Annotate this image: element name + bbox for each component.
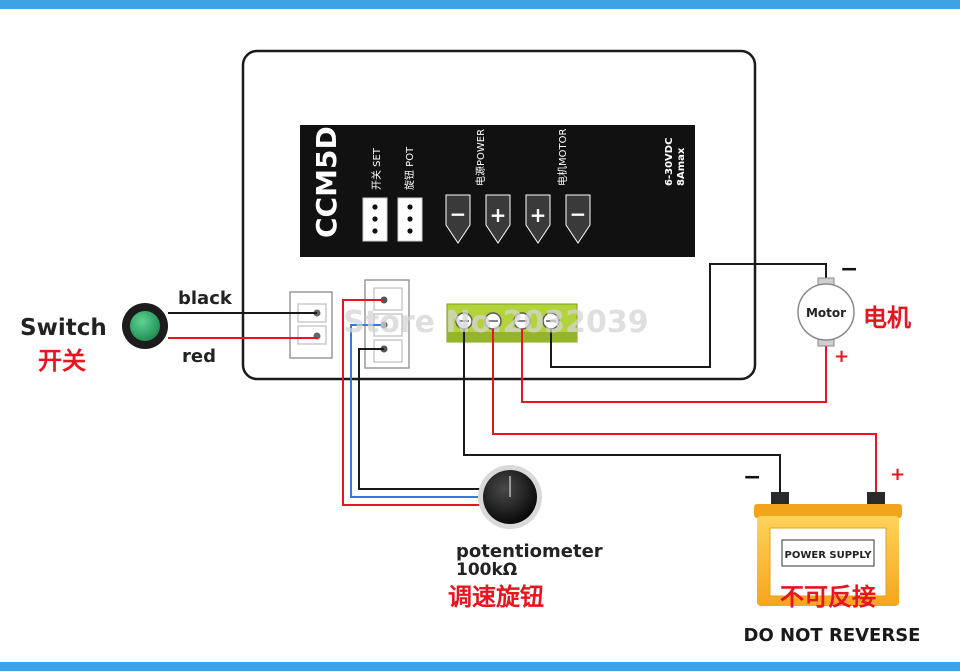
- potentiometer-knob: [478, 465, 542, 529]
- wire-pot-red: [342, 299, 482, 506]
- motor-icon: [797, 277, 855, 347]
- supply-plus-sign: +: [890, 464, 905, 485]
- switch-label-cn: 开关: [38, 347, 86, 375]
- terminal-sign: +: [490, 203, 507, 227]
- potentiometer-value: 100kΩ: [456, 560, 517, 580]
- switch-wire-black-label: black: [178, 288, 233, 309]
- motor-plus-sign: +: [834, 346, 849, 367]
- power-label: 电源POWER: [474, 129, 487, 186]
- motor-label: Motor: [806, 306, 846, 320]
- wire-motor-negative: [550, 263, 827, 368]
- power-supply-battery: [754, 492, 902, 606]
- power-supply-label: POWER SUPPLY: [785, 550, 873, 561]
- switch-wire-red-label: red: [182, 346, 216, 367]
- wire-pot-blue: [350, 324, 482, 498]
- wire-supply-positive: [492, 329, 877, 500]
- terminal-sign: +: [530, 203, 547, 227]
- terminal-marker-power-minus: −: [445, 194, 471, 244]
- bottom-band: [0, 662, 960, 671]
- wire-motor-positive: [521, 329, 827, 403]
- model-name: CCM5D: [310, 126, 343, 238]
- terminal-marker-motor-plus: +: [525, 194, 551, 244]
- switch-label: Switch: [20, 315, 107, 341]
- potentiometer-label-cn: 调速旋钮: [448, 583, 544, 611]
- pot-socket: [397, 197, 423, 242]
- switch-button: [122, 303, 168, 349]
- watermark: Store No.2032039: [343, 305, 648, 340]
- supply-warning-cn: 不可反接: [780, 583, 876, 611]
- top-band: [0, 0, 960, 9]
- terminal-sign: −: [450, 202, 467, 226]
- terminal-marker-power-plus: +: [485, 194, 511, 244]
- motor-label-cn: 电机: [863, 304, 911, 332]
- potentiometer-label: potentiometer: [456, 541, 603, 562]
- terminal-marker-motor-minus: −: [565, 194, 591, 244]
- motor-label: 电机MOTOR: [556, 129, 569, 186]
- rating-voltage: 6-30VDC: [664, 138, 675, 186]
- switch-connector: [289, 291, 333, 359]
- switch-socket: [362, 197, 388, 242]
- switch-port-label: 开关 SET: [370, 147, 383, 190]
- terminal-block: [446, 303, 578, 343]
- terminal-sign: −: [570, 202, 587, 226]
- rating-current: 8Amax: [676, 147, 687, 186]
- pot-port-label: 旋钮 POT: [403, 146, 416, 190]
- motor-minus-sign: −: [840, 257, 858, 282]
- supply-warning-en: DO NOT REVERSE: [744, 625, 921, 646]
- wire-supply-negative: [463, 329, 781, 500]
- supply-minus-sign: −: [743, 465, 761, 490]
- wire-pot-black: [358, 348, 482, 490]
